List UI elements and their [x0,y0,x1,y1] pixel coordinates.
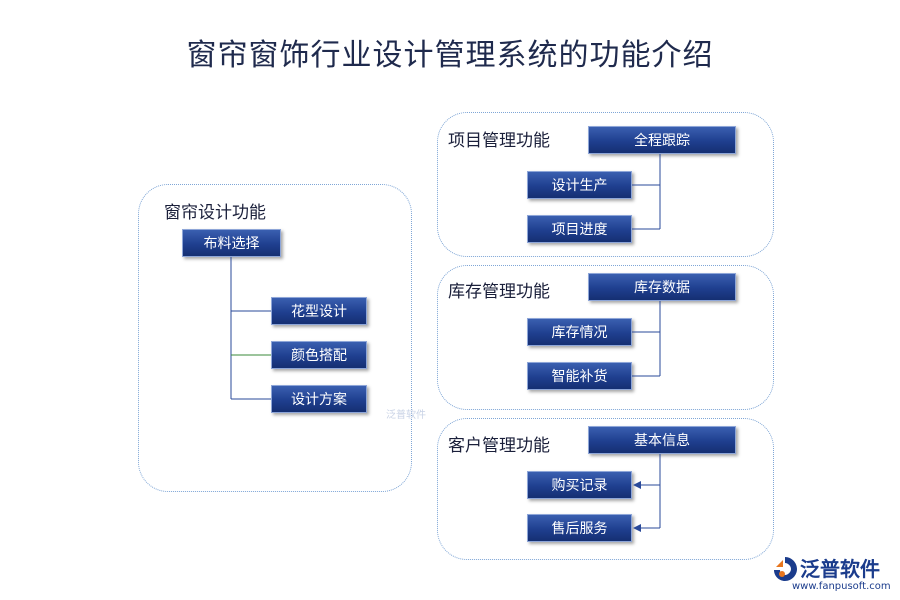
design-item-box: 花型设计 [271,297,367,325]
brand-logo: 泛普软件 www.fanpusoft.com [770,552,895,596]
project-panel-title: 项目管理功能 [448,131,550,151]
logo-icon [774,557,797,581]
design-root-box: 布料选择 [182,229,281,257]
project-root-box: 全程跟踪 [588,126,736,154]
project-item-box: 项目进度 [527,215,632,243]
design-panel-title: 窗帘设计功能 [164,203,266,223]
design-item-box: 颜色搭配 [271,341,367,369]
customer-panel-title: 客户管理功能 [448,436,550,456]
customer-item-box: 售后服务 [527,514,632,542]
customer-root-box: 基本信息 [588,426,736,454]
inventory-root-box: 库存数据 [588,273,736,301]
page-title: 窗帘窗饰行业设计管理系统的功能介绍 [186,38,714,73]
design-item-box: 设计方案 [271,385,367,413]
customer-item-box: 购买记录 [527,471,632,499]
project-item-box: 设计生产 [527,171,632,199]
inventory-panel-title: 库存管理功能 [448,282,550,302]
logo-url: www.fanpusoft.com [792,581,891,592]
logo-name: 泛普软件 [800,557,880,581]
inventory-item-box: 库存情况 [527,318,632,346]
watermark: 泛普软件 [386,410,426,421]
inventory-item-box: 智能补货 [527,362,632,390]
